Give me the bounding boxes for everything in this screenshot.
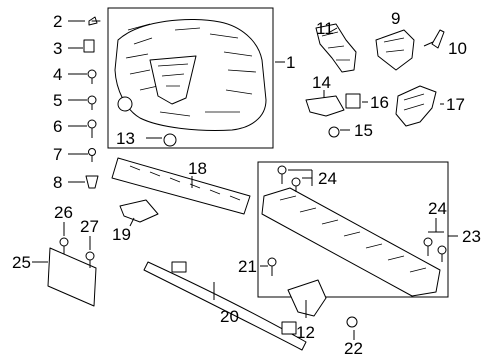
callout-13: 13 bbox=[116, 129, 135, 148]
callout-16: 16 bbox=[370, 93, 389, 112]
absorber-18 bbox=[111, 157, 251, 215]
callout-22: 22 bbox=[344, 339, 363, 358]
screw-15 bbox=[328, 126, 340, 138]
side-brackets bbox=[305, 85, 437, 138]
fasteners-left-column bbox=[83, 16, 101, 189]
screw-4 bbox=[87, 69, 97, 79]
callout-7: 7 bbox=[53, 145, 62, 164]
lower-beam-20 bbox=[143, 261, 307, 351]
grille-shield bbox=[149, 55, 197, 105]
clip-3 bbox=[83, 39, 95, 53]
callout-2: 2 bbox=[53, 12, 62, 31]
callout-15: 15 bbox=[354, 121, 373, 140]
screw-27 bbox=[85, 251, 95, 261]
callout-20: 20 bbox=[220, 307, 239, 326]
plate-bracket-25 bbox=[47, 247, 97, 307]
callout-8: 8 bbox=[53, 173, 62, 192]
bolt-21 bbox=[267, 257, 277, 267]
bracket-14 bbox=[305, 95, 345, 117]
callout-4: 4 bbox=[53, 65, 62, 84]
callout-18: 18 bbox=[188, 159, 207, 178]
lower-parts bbox=[143, 257, 358, 351]
fog-lamp-left bbox=[117, 96, 133, 112]
callout-3: 3 bbox=[53, 39, 62, 58]
leader-lines bbox=[32, 20, 458, 340]
bolt-6 bbox=[87, 119, 97, 129]
reinforcement-group-box bbox=[257, 161, 449, 298]
beam-bracket-left bbox=[171, 261, 187, 273]
callout-27: 27 bbox=[80, 217, 99, 236]
deflector-12 bbox=[287, 279, 327, 317]
nut-16 bbox=[345, 93, 361, 109]
callout-25: 25 bbox=[12, 253, 31, 272]
callout-17: 17 bbox=[446, 95, 465, 114]
reinforcement-23 bbox=[261, 187, 441, 297]
screw-7 bbox=[88, 148, 96, 156]
callout-1: 1 bbox=[286, 53, 295, 72]
callout-23: 23 bbox=[462, 227, 481, 246]
bumper-cover-group-box bbox=[107, 7, 274, 149]
callout-14: 14 bbox=[312, 73, 331, 92]
clip-10 bbox=[431, 29, 445, 49]
upper-brackets bbox=[315, 23, 445, 73]
push-pin-8 bbox=[85, 175, 99, 189]
bracket-19 bbox=[119, 199, 159, 223]
callouts: 1 2 3 4 5 6 7 8 9 10 11 12 13 14 15 16 1… bbox=[12, 9, 481, 358]
bumper-cover bbox=[114, 18, 267, 147]
callout-24-right: 24 bbox=[428, 199, 447, 218]
callout-21: 21 bbox=[238, 257, 257, 276]
callout-19: 19 bbox=[112, 225, 131, 244]
license-plate-bracket bbox=[47, 237, 97, 307]
nut-22 bbox=[346, 316, 358, 328]
screw-26 bbox=[59, 237, 69, 247]
energy-absorber bbox=[111, 157, 251, 223]
callout-6: 6 bbox=[53, 117, 62, 136]
screw-5 bbox=[87, 95, 97, 105]
callout-11: 11 bbox=[316, 19, 334, 38]
bumper-reinforcement bbox=[261, 165, 447, 297]
callout-12: 12 bbox=[296, 323, 315, 342]
callout-24-top: 24 bbox=[318, 169, 337, 188]
sensor-bracket bbox=[163, 133, 177, 147]
beam-bracket-right bbox=[281, 321, 297, 335]
bolts-24-right bbox=[423, 237, 447, 262]
bolts-24-top bbox=[277, 165, 301, 192]
callout-10: 10 bbox=[448, 39, 467, 58]
callout-9: 9 bbox=[391, 9, 400, 28]
callout-5: 5 bbox=[53, 91, 62, 110]
bracket-9 bbox=[375, 29, 415, 71]
callout-26: 26 bbox=[54, 203, 73, 222]
